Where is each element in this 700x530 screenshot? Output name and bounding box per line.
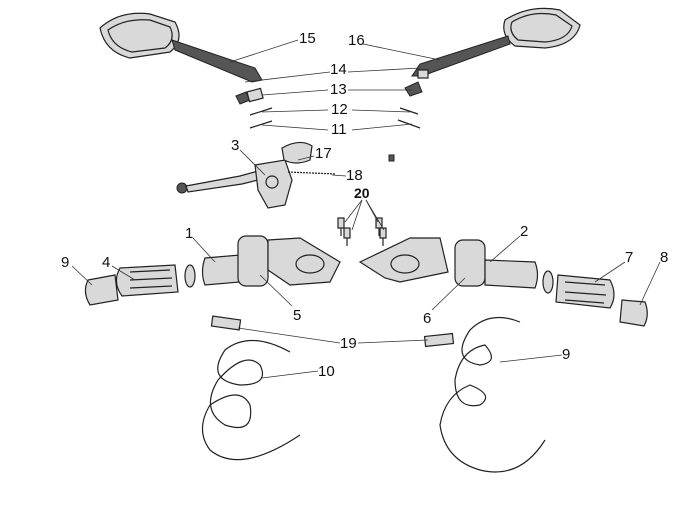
right-mount-parts bbox=[397, 69, 429, 129]
left-mirror bbox=[99, 12, 263, 83]
callout-9-left: 9 bbox=[61, 254, 69, 271]
callout-10: 10 bbox=[318, 363, 335, 380]
callout-14: 14 bbox=[330, 61, 347, 78]
callout-13: 13 bbox=[330, 81, 347, 98]
clutch-lever-assembly bbox=[176, 159, 293, 209]
callout-5: 5 bbox=[293, 307, 301, 324]
callout-12: 12 bbox=[331, 101, 348, 118]
callout-6: 6 bbox=[423, 310, 431, 327]
callout-19: 19 bbox=[340, 335, 357, 352]
right-tape bbox=[423, 332, 455, 348]
callout-9-right: 9 bbox=[562, 346, 570, 363]
small-screw bbox=[388, 154, 395, 162]
callout-4: 4 bbox=[102, 254, 110, 271]
callout-3: 3 bbox=[231, 137, 239, 154]
callout-16: 16 bbox=[348, 32, 365, 49]
callout-11: 11 bbox=[331, 121, 347, 138]
right-mirror bbox=[411, 7, 581, 77]
left-mount-parts bbox=[235, 87, 273, 129]
callout-8: 8 bbox=[660, 249, 668, 266]
left-cable bbox=[201, 339, 301, 461]
left-handlebar-clipon bbox=[84, 235, 341, 306]
adjuster-spring bbox=[287, 171, 336, 175]
callouts: 15 16 14 13 12 11 3 17 18 20 1 2 9 4 7 8… bbox=[61, 30, 668, 380]
callout-17: 17 bbox=[315, 145, 332, 162]
left-tape bbox=[210, 315, 242, 331]
callout-7: 7 bbox=[625, 249, 633, 266]
leader-lines bbox=[71, 39, 661, 379]
callout-18: 18 bbox=[346, 167, 363, 184]
right-handlebar-clipon bbox=[358, 237, 648, 327]
bolts bbox=[337, 217, 387, 246]
callout-15: 15 bbox=[299, 30, 316, 47]
right-cable bbox=[439, 316, 546, 473]
callout-1: 1 bbox=[185, 225, 193, 242]
lever-cover bbox=[281, 141, 313, 164]
callout-2: 2 bbox=[520, 223, 528, 240]
callout-20: 20 bbox=[354, 185, 370, 201]
